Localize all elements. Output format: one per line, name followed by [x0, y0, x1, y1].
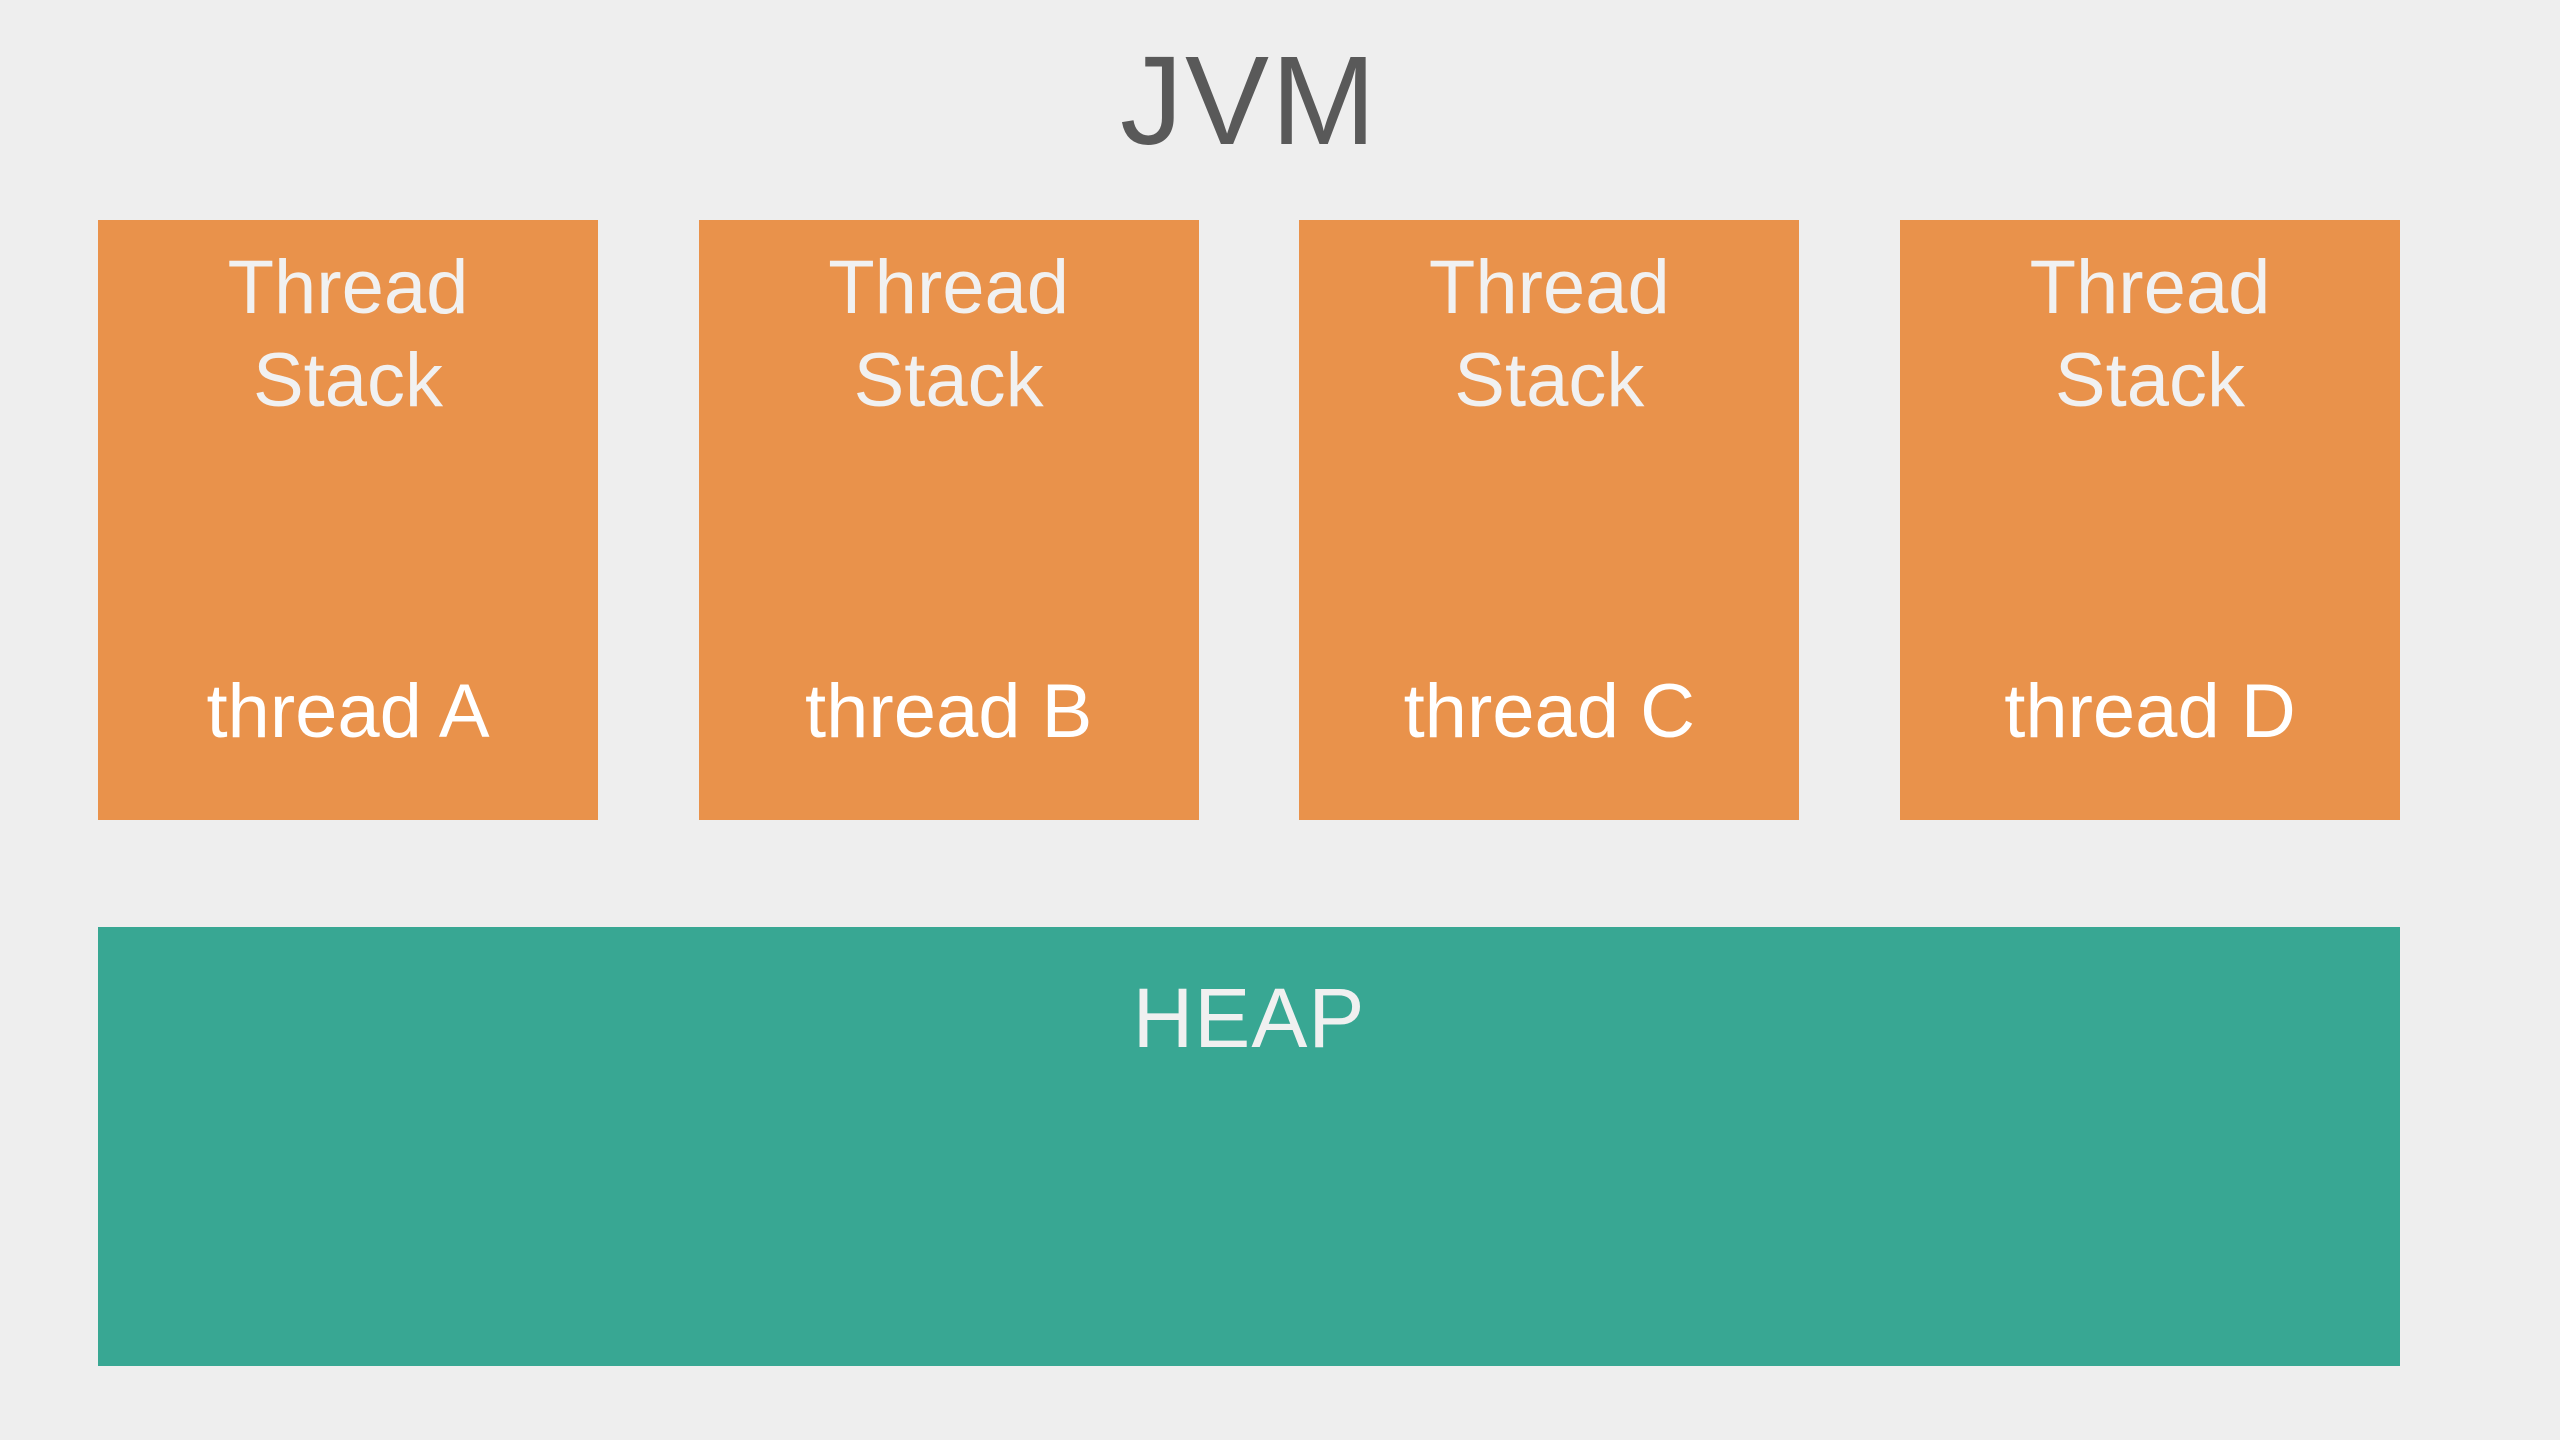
- thread-stack-box-b: Thread Stack thread B: [698, 220, 1199, 820]
- thread-b-label: thread B: [805, 669, 1093, 754]
- thread-stack-box-c: Thread Stack thread C: [1299, 220, 1800, 820]
- thread-c-label: thread C: [1403, 669, 1696, 754]
- thread-stack-label: Thread Stack: [828, 245, 1070, 423]
- thread-stack-label: Thread Stack: [1428, 245, 1670, 423]
- heap-label: HEAP: [1132, 971, 1366, 1065]
- thread-d-label: thread D: [2004, 669, 2296, 754]
- thread-stack-box-d: Thread Stack thread D: [1899, 220, 2400, 820]
- thread-a-label: thread A: [206, 669, 490, 754]
- heap-box: HEAP: [98, 927, 2400, 1366]
- diagram-title: JVM: [1120, 30, 1378, 171]
- thread-stack-label: Thread Stack: [2029, 245, 2271, 423]
- thread-stack-label: Thread Stack: [227, 245, 469, 423]
- thread-stacks-row: Thread Stack thread A Thread Stack threa…: [98, 220, 2400, 820]
- thread-stack-box-a: Thread Stack thread A: [98, 220, 598, 820]
